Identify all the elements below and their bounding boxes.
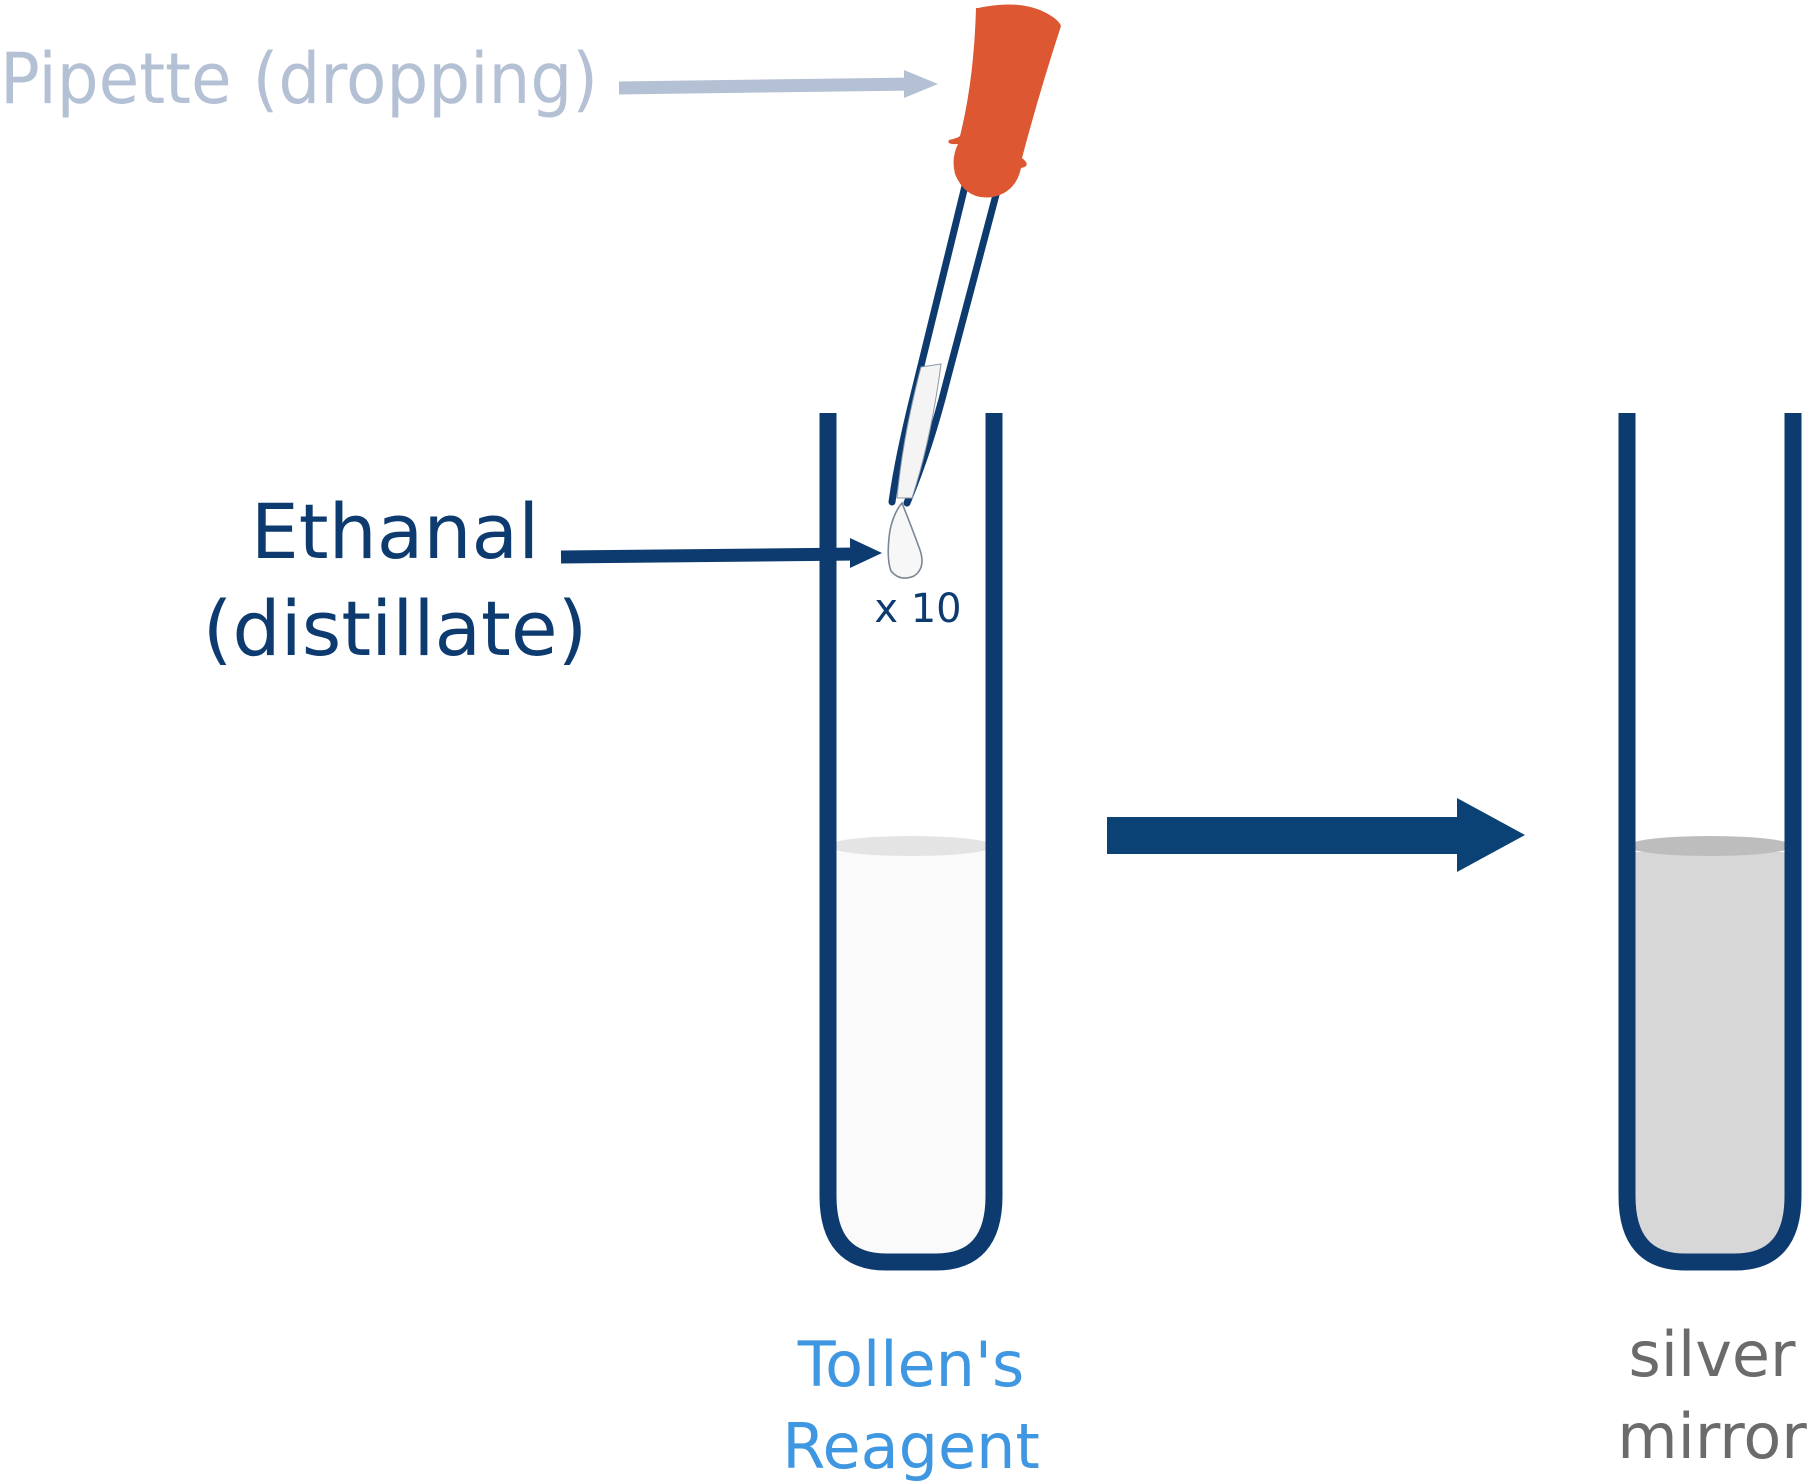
mirror-tube-outline — [1618, 413, 1802, 1271]
pipette-pointer-arrow — [618, 70, 938, 98]
result-label-line2: mirror — [1617, 1400, 1807, 1473]
reagent-liquid — [828, 852, 994, 1254]
mirror-liquid-surface — [1627, 836, 1793, 856]
process-arrow — [1107, 798, 1525, 872]
reagent-tube-outline — [819, 413, 1003, 1271]
reagent-label-line2: Reagent — [782, 1410, 1040, 1483]
ethanal-pointer-arrow — [560, 538, 882, 568]
ethanal-label-line2: (distillate) — [203, 584, 588, 673]
reagent-label-line1: Tollen's — [797, 1328, 1025, 1401]
pipette-label: Pipette (dropping) — [0, 38, 598, 120]
ethanal-label-line1: Ethanal — [251, 487, 539, 576]
result-label-line1: silver — [1628, 1318, 1796, 1391]
ethanal-drop — [887, 501, 923, 579]
pipette-bulb — [948, 4, 1061, 198]
reagent-liquid-surface — [828, 836, 994, 856]
drop-count-label: x 10 — [874, 586, 961, 632]
reagent-test-tube — [819, 413, 1003, 1271]
dropping-pipette — [887, 4, 1061, 579]
mirror-test-tube — [1618, 413, 1802, 1271]
mirror-liquid — [1627, 852, 1793, 1254]
pipette-liquid — [896, 363, 942, 499]
